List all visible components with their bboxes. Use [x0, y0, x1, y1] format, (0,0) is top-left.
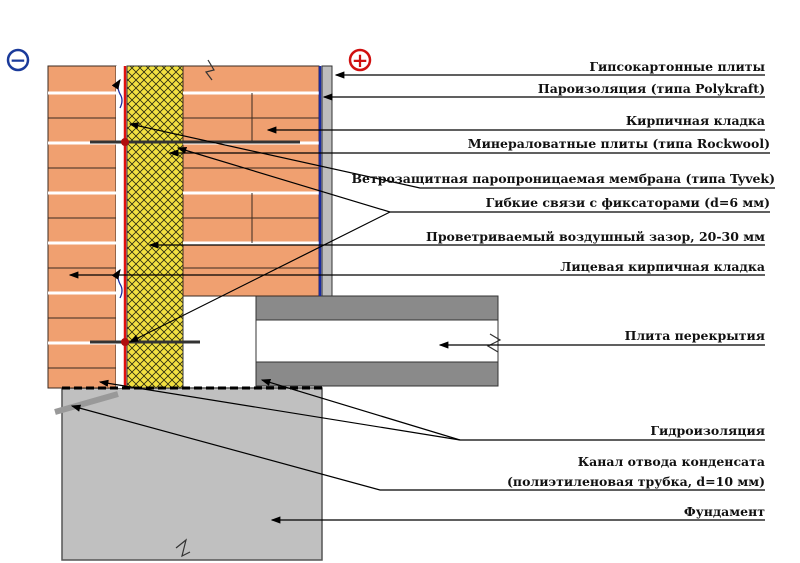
label-vapor-barrier: Пароизоляция (типа Polykraft) — [538, 81, 765, 96]
mineral-wool — [126, 65, 184, 389]
air-flow-arrow — [111, 78, 123, 109]
flexible-ties — [90, 138, 300, 346]
floor-slab — [255, 295, 502, 387]
label-facing-brick: Лицевая кирпичная кладка — [560, 259, 765, 274]
minus-sign: − — [6, 48, 30, 72]
air-flow-arrow — [111, 268, 123, 299]
label-condensate-tube: (полиэтиленовая трубка, d=10 мм) — [507, 474, 765, 489]
foundation-block — [61, 387, 323, 561]
label-mineral-wool: Минераловатные плиты (типа Rockwool) — [468, 136, 770, 151]
labels: Гипсокартонные плиты Пароизоляция (типа … — [351, 59, 775, 519]
drywall-board — [321, 65, 333, 297]
plus-sign-label: + — [352, 48, 369, 72]
plus-sign: + — [348, 48, 372, 72]
label-air-gap: Проветриваемый воздушный зазор, 20-30 мм — [426, 229, 765, 244]
label-floor-slab: Плита перекрытия — [625, 328, 765, 343]
label-brick-masonry: Кирпичная кладка — [626, 113, 765, 128]
label-condensate-channel: Канал отвода конденсата — [578, 454, 765, 469]
label-foundation: Фундамент — [684, 504, 765, 519]
condensate-tube — [54, 391, 119, 415]
facing-brick-leaf — [47, 65, 117, 389]
label-membrane: Ветрозащитная паропроницаемая мембрана (… — [351, 171, 775, 186]
leader-lines — [68, 71, 775, 524]
minus-sign-label: − — [10, 48, 27, 72]
label-flexible-ties: Гибкие связи с фиксаторами (d=6 мм) — [486, 195, 770, 210]
inner-brick-leaf — [182, 59, 320, 297]
label-drywall: Гипсокартонные плиты — [589, 59, 765, 74]
label-waterproofing: Гидроизоляция — [650, 423, 765, 438]
air-gap — [116, 66, 124, 388]
